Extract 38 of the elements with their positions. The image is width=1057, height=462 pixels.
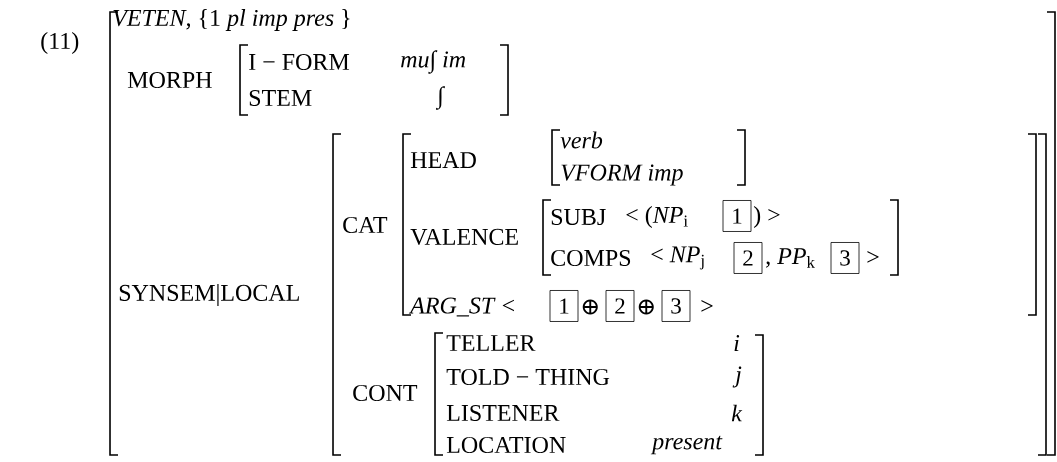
- tag-box: 2: [605, 290, 635, 322]
- attribute-name: HEAD: [410, 152, 476, 168]
- attribute-value: < NP$_{j}$: [651, 246, 704, 270]
- attribute-name: I − FORM: [249, 53, 350, 71]
- tag-box: 3: [661, 290, 691, 322]
- attribute-name: CAT: [343, 216, 388, 234]
- attribute-name: MORPH: [127, 71, 212, 89]
- example-number: (11): [41, 32, 79, 54]
- attribute-value: >: [701, 300, 713, 312]
- attribute-name: TELLER: [446, 335, 536, 351]
- attribute-name: SYNSEM|LOCAL: [119, 284, 299, 306]
- tag-box: 2: [733, 242, 763, 274]
- attribute-value: k: [731, 404, 743, 422]
- attribute-value: mu∫ im: [401, 50, 466, 74]
- attribute-value: i: [734, 335, 740, 351]
- attribute-name: COMPS: [551, 249, 631, 267]
- attribute-name: VALENCE: [410, 228, 518, 246]
- attribute-value: ) >: [753, 206, 780, 228]
- type-value: verb: [560, 131, 603, 149]
- attribute-value: VFORM imp: [561, 164, 683, 186]
- attribute-name: LISTENER: [446, 404, 560, 422]
- lexeme-text: VETEN, {1 pl imp pres }: [113, 9, 350, 31]
- attribute-value: , PP$_{k}$: [766, 248, 815, 268]
- tag-box: 3: [830, 242, 860, 274]
- attribute-name: ARG_ST <: [408, 297, 514, 317]
- attribute-value: < (NP$_{i}$: [626, 206, 688, 228]
- attribute-value: ∫: [435, 86, 445, 110]
- tag-box: 1: [722, 200, 752, 232]
- attribute-name: LOCATION: [446, 436, 566, 454]
- operator-symbol: ⊕: [582, 299, 598, 315]
- attribute-name: CONT: [353, 384, 418, 402]
- attribute-name: STEM: [249, 89, 312, 107]
- attribute-value: present: [650, 435, 723, 455]
- attribute-value: j: [732, 366, 742, 388]
- attribute-name: TOLD − THING: [446, 368, 610, 386]
- operator-symbol: ⊕: [638, 299, 654, 315]
- tag-box: 1: [549, 290, 579, 322]
- attribute-name: SUBJ: [551, 208, 606, 226]
